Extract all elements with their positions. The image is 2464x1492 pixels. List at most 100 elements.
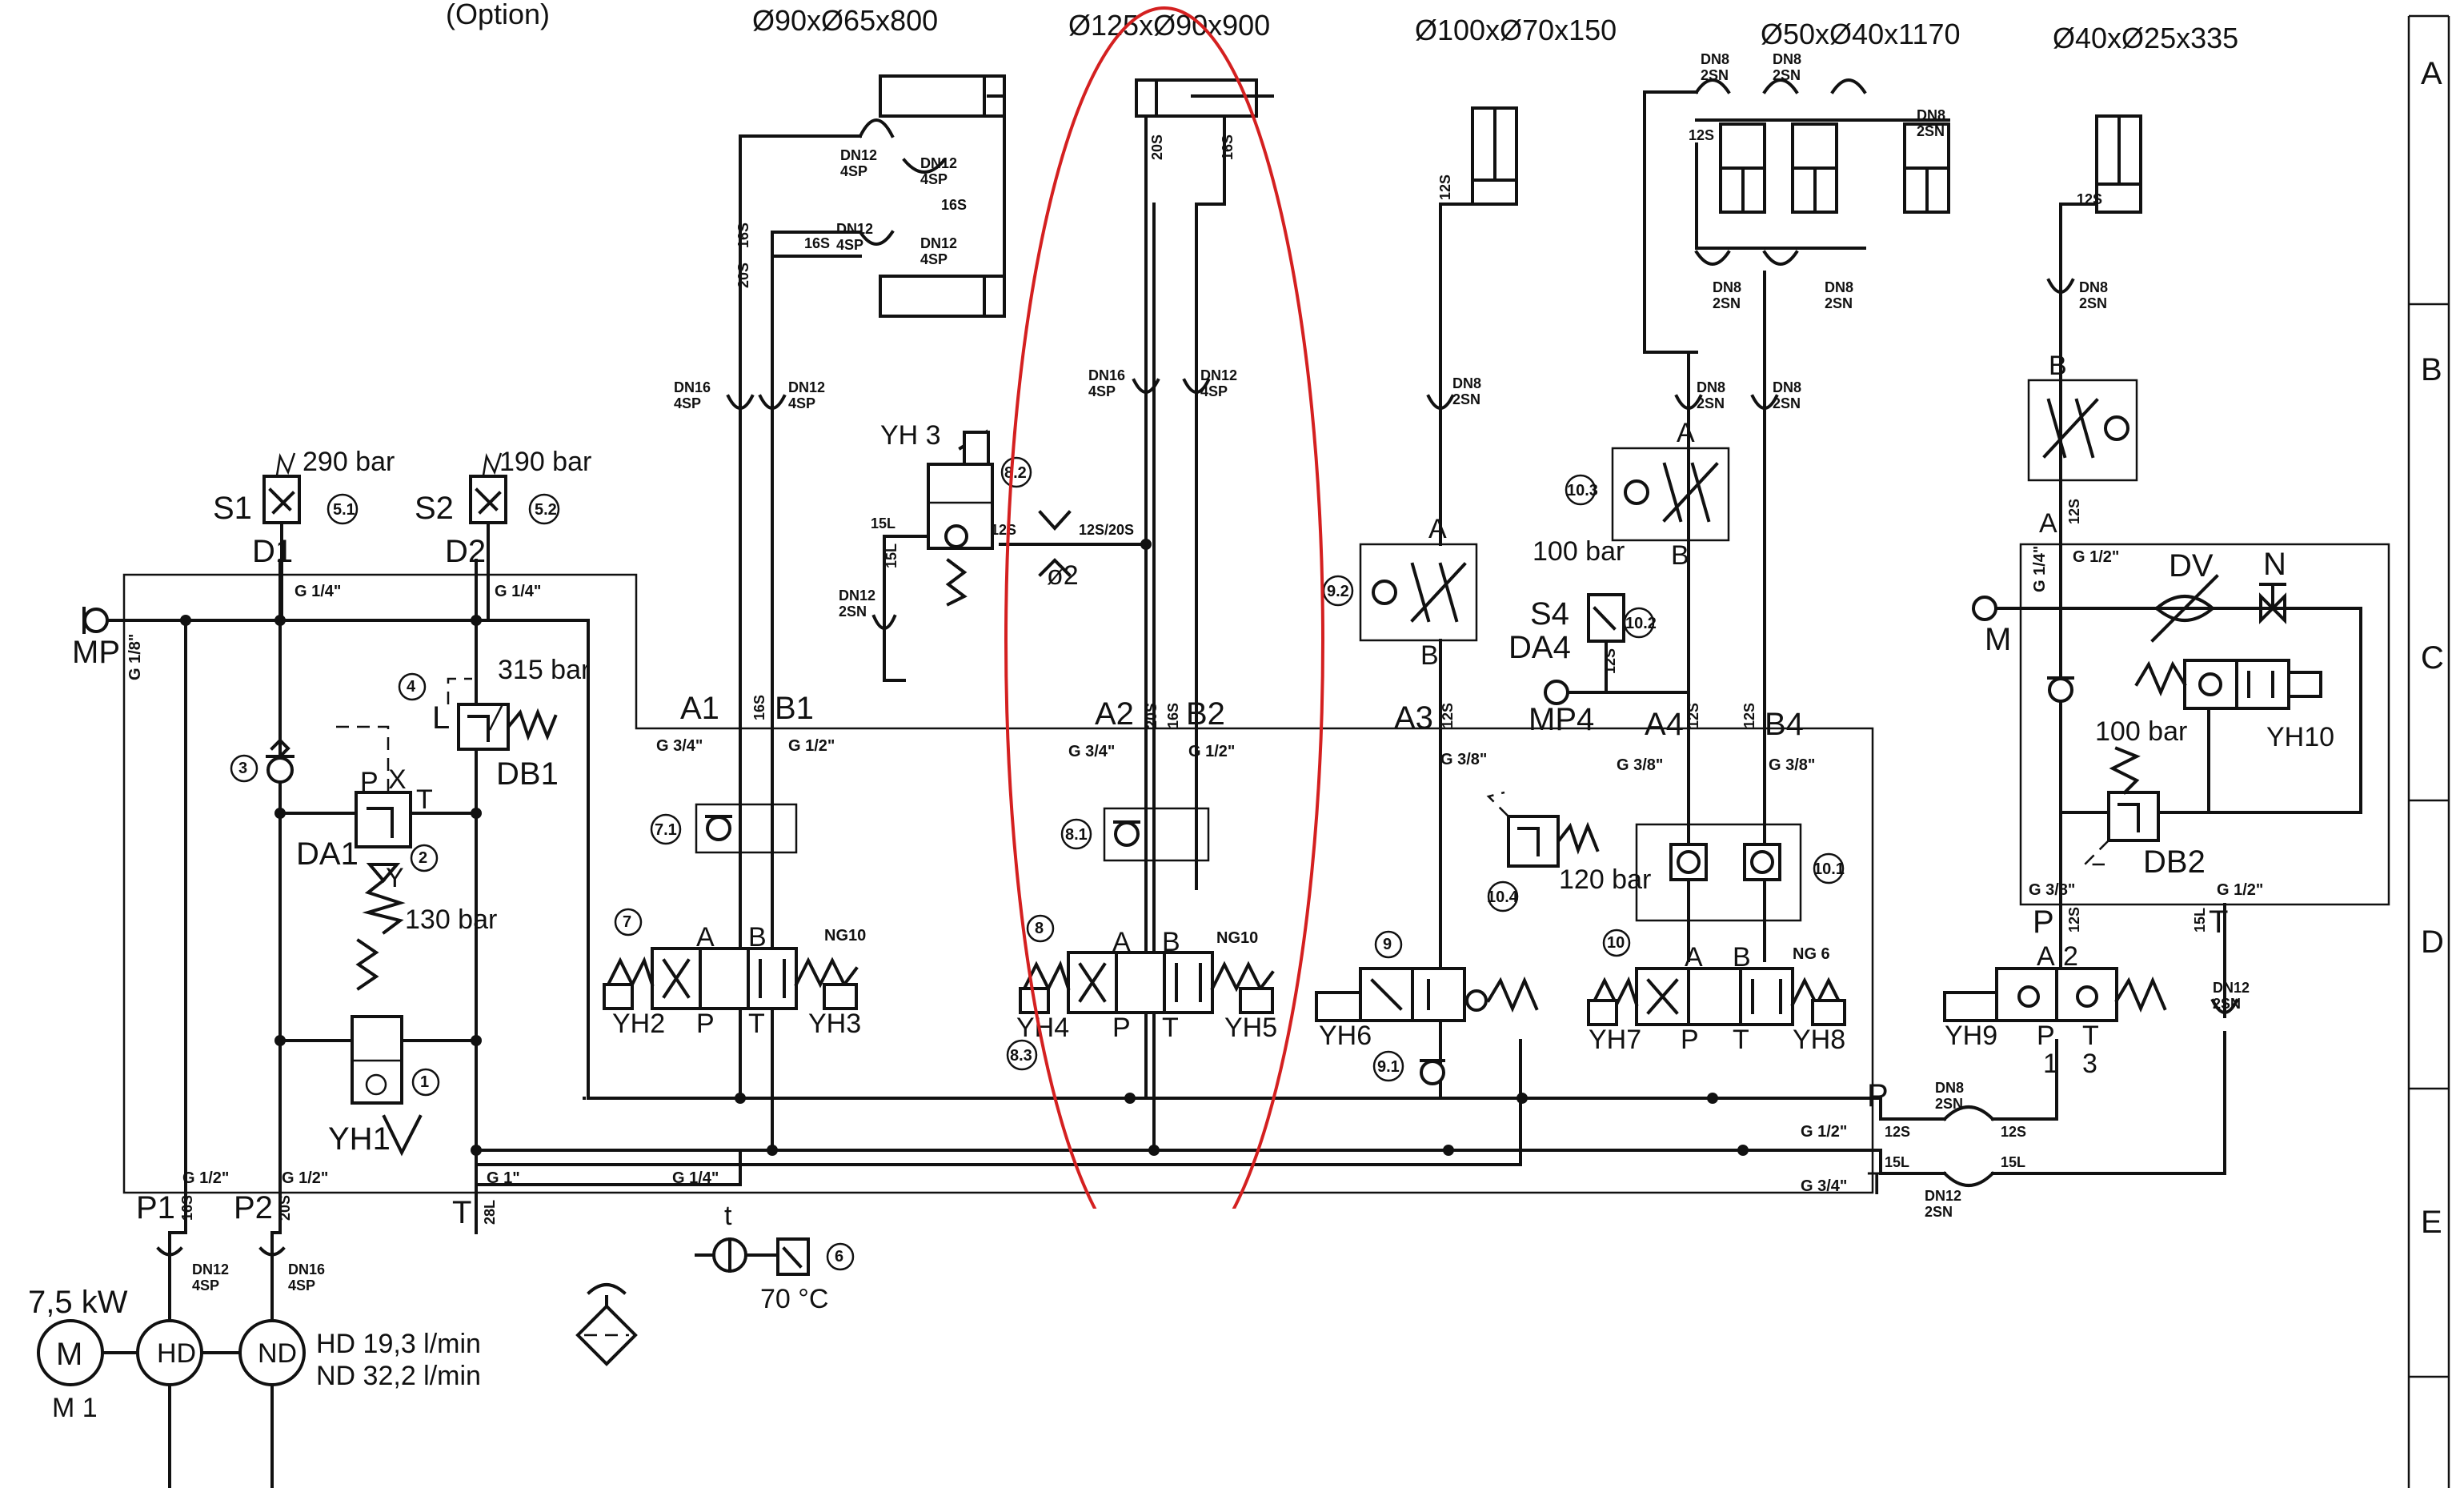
- c11-dv: DV: [2169, 548, 2214, 584]
- return-tube-12s-a: 12S: [1885, 1124, 1910, 1140]
- c7-yh3: YH3: [808, 1009, 861, 1039]
- c11-port-a: A: [2037, 941, 2055, 972]
- d2-thread: G 1/4": [495, 583, 541, 600]
- c8-yh4: YH4: [1016, 1013, 1069, 1043]
- c11-port-p: P: [2037, 1021, 2055, 1051]
- yh1-ref: 1: [420, 1073, 429, 1091]
- db1-label: DB1: [496, 756, 559, 792]
- c9-yh6: YH6: [1319, 1021, 1372, 1051]
- c8-port-b: B: [1162, 927, 1180, 957]
- c10-tube-a: 12S: [1685, 703, 1701, 728]
- grid-row-d: D: [2421, 924, 2444, 960]
- c10-ref2: 10.2: [1625, 615, 1657, 632]
- db1-ref: 4: [407, 678, 416, 696]
- c8-tube-12s: 12S: [991, 522, 1016, 538]
- s1-label: S1: [213, 491, 252, 526]
- grid-row-c: C: [2421, 640, 2444, 676]
- hd-flow: HD 19,3 l/min: [316, 1329, 481, 1359]
- cylinder-1-dim: Ø90xØ65x800: [752, 4, 938, 37]
- p2-label: P2: [234, 1190, 273, 1225]
- c11-thread-a: G 1/2": [2073, 548, 2119, 566]
- c8-port-p: P: [1112, 1013, 1131, 1043]
- c11-port-1: 1: [2043, 1049, 2058, 1079]
- t-thread: G 1": [487, 1169, 520, 1187]
- motor-label: M: [56, 1337, 82, 1372]
- c7-thread-a: G 3/4": [656, 737, 703, 755]
- temp-ref: 6: [835, 1248, 843, 1265]
- grid-row-a: A: [2421, 56, 2442, 91]
- c9-port-a: A: [1428, 514, 1447, 544]
- c8-cyl-tube-b: 16S: [1220, 134, 1236, 160]
- c7-size: NG10: [824, 927, 866, 945]
- t-label: T: [452, 1195, 471, 1230]
- check3-ref: 3: [238, 760, 247, 777]
- temp-value: 70 °C: [760, 1284, 828, 1314]
- grid-row-b: B: [2421, 352, 2442, 387]
- nd-label: ND: [258, 1338, 297, 1369]
- s1-ref: 5.1: [333, 501, 355, 519]
- return-thread-p: G 1/2": [1801, 1123, 1847, 1141]
- c8-check-ref: 8.1: [1065, 826, 1088, 844]
- c8-yh3: YH 3: [880, 420, 941, 451]
- motor-id: M 1: [52, 1393, 98, 1423]
- c10-s4: S4: [1530, 596, 1569, 632]
- s2-ref: 5.2: [535, 501, 557, 519]
- c10-a4: A4: [1645, 707, 1684, 742]
- relief-valve-db1: L 315 bar DB1 4: [398, 655, 590, 792]
- c9-ref: 9: [1383, 936, 1392, 953]
- c8-a2: A2: [1095, 696, 1134, 732]
- c7-a1: A1: [680, 691, 719, 726]
- c11-p: P: [2033, 904, 2054, 940]
- c11-m: M: [1985, 622, 2011, 657]
- d2-label: D2: [445, 534, 486, 569]
- c10-ref1: 10.1: [1813, 860, 1845, 878]
- c11-tube-t: 15L: [2192, 908, 2208, 932]
- d1-thread: G 1/4": [294, 583, 341, 600]
- t2-thread: G 1/4": [672, 1169, 719, 1187]
- c7-tube-16s-c: 16S: [735, 223, 751, 248]
- c9-port-b: B: [1420, 640, 1439, 671]
- c10-s4-tube: 12S: [1602, 648, 1618, 674]
- mp-thread: G 1/8": [126, 634, 144, 680]
- c10-thread-b: G 3/8": [1769, 756, 1815, 774]
- c7-tube-20s: 20S: [735, 263, 751, 288]
- c7-port-a: A: [696, 922, 715, 953]
- c11-port-a-top: A: [2039, 508, 2057, 539]
- c10-size: NG 6: [1793, 945, 1830, 963]
- c10-tube-b: 12S: [1741, 703, 1757, 728]
- c8-thread-a: G 3/4": [1068, 743, 1115, 760]
- c11-port-b-top: B: [2049, 351, 2067, 381]
- s2-label: S2: [415, 491, 454, 526]
- c8-b2: B2: [1186, 696, 1225, 732]
- c8-size: NG10: [1216, 929, 1258, 947]
- c7-tube-16s-b: 16S: [941, 197, 967, 213]
- c8-orifice-tube: 12S/20S: [1079, 522, 1134, 538]
- cylinder-2-dim: Ø125xØ90x900: [1068, 9, 1270, 42]
- da1-t: T: [416, 784, 433, 815]
- pressure-reducer-da1: DA1 P X T Y 130 bar 2: [296, 725, 497, 935]
- c9-ref1: 9.1: [1377, 1058, 1400, 1076]
- hd-label: HD: [157, 1338, 196, 1369]
- c11-db2: DB2: [2143, 844, 2206, 880]
- manifold-frames: [122, 543, 2390, 1194]
- c8-thread-b: G 1/2": [1188, 743, 1235, 760]
- c7-ref: 7: [623, 913, 631, 931]
- c11-cyl-tube: 12S: [2077, 191, 2102, 207]
- c10-t12s: 12S: [1689, 127, 1714, 143]
